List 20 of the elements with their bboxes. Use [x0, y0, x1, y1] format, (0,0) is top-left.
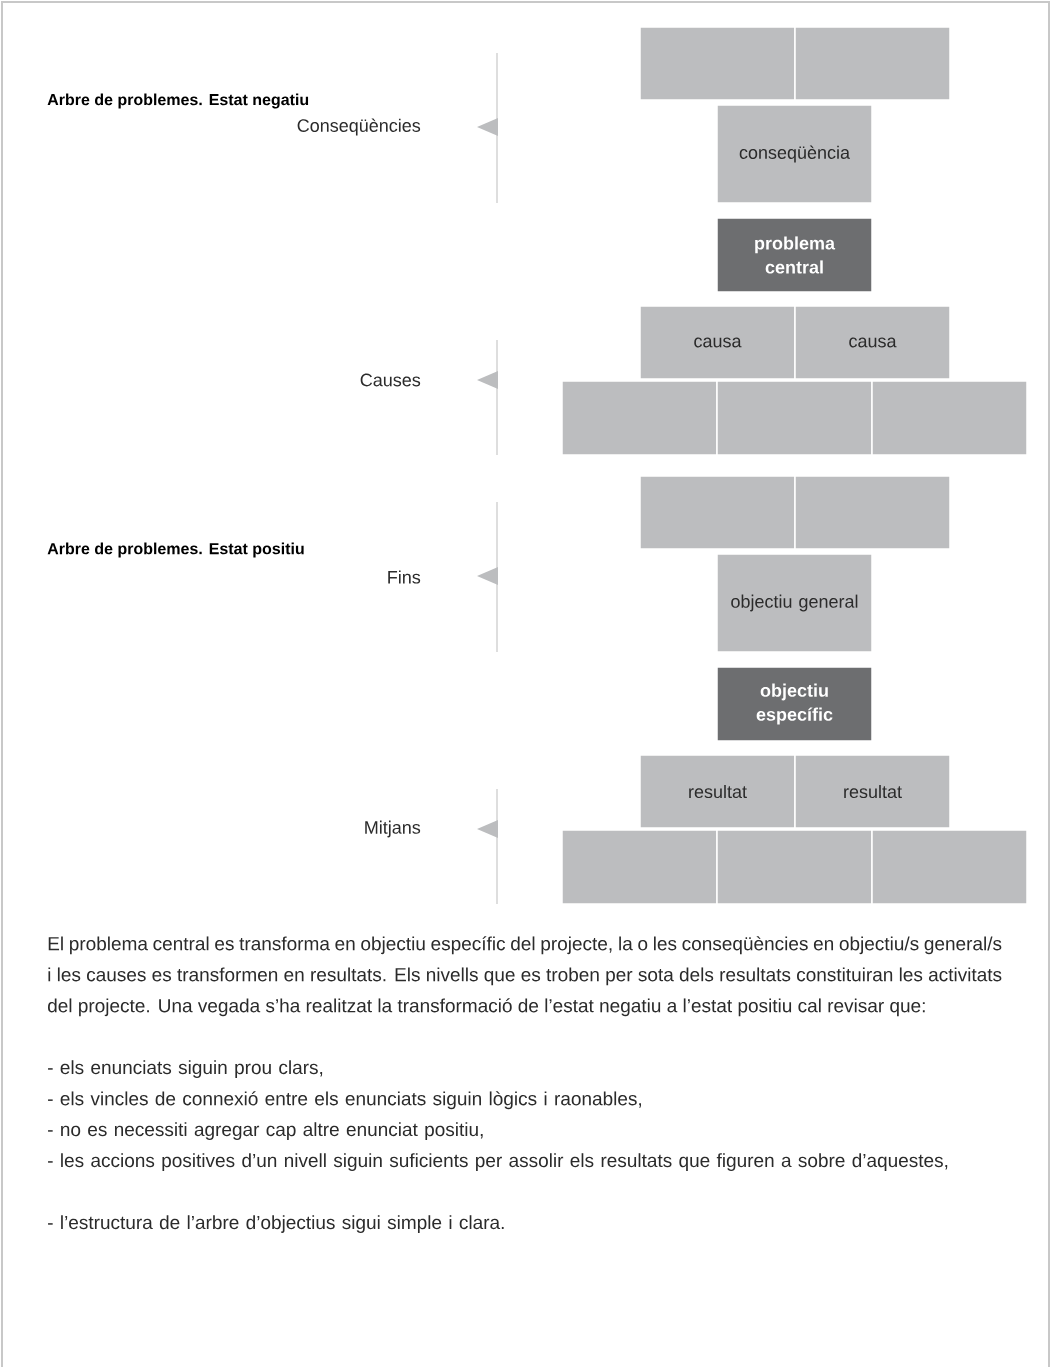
tree-box: causa — [794, 305, 951, 380]
highlighted-box: problema central — [716, 217, 873, 293]
section-heading: Arbre de problemes. Estat negatiu — [47, 93, 309, 109]
body-text: El problema central es transforma en objectiu específic del projecte, la o les conseqüències en objectiu/s general/s i les causes es transformen en resultats. Els nivells que es troben per sota dels resultats constituiran les activitats del projecte. Una vegada s’ha realitzat la transformació de l’estat negatiu a l’estat positiu cal revisar que: — [48, 936, 1002, 1017]
list-item: - els enunciats siguin prou clars, — [48, 1060, 323, 1078]
level-label: Fins — [388, 570, 421, 584]
list-item: - l’estructura de l’arbre d’objectius sigui simple i clara. — [48, 1215, 504, 1233]
tree-box: resultat — [794, 754, 951, 829]
tree-box: conseqüència — [716, 104, 873, 204]
tree-box: resultat — [639, 754, 796, 829]
tree-box: causa — [639, 305, 796, 380]
level-label: Causes — [360, 373, 421, 387]
level-label: Conseqüències — [297, 118, 421, 136]
section-heading: Arbre de problemes. Estat positiu — [47, 542, 304, 558]
highlighted-box: objectiu específic — [716, 666, 873, 742]
list-item: - les accions positives d’un nivell siguin suficients per assolir els resultats que figuren a sobre d’aquestes, — [48, 1153, 948, 1171]
tree-box: objectiu general — [716, 553, 873, 653]
level-label: Mitjans — [365, 820, 421, 838]
list-item: - no es necessiti agregar cap altre enunciat positiu, — [48, 1122, 483, 1140]
list-item: - els vincles de connexió entre els enunciats siguin lògics i raonables, — [48, 1091, 641, 1110]
